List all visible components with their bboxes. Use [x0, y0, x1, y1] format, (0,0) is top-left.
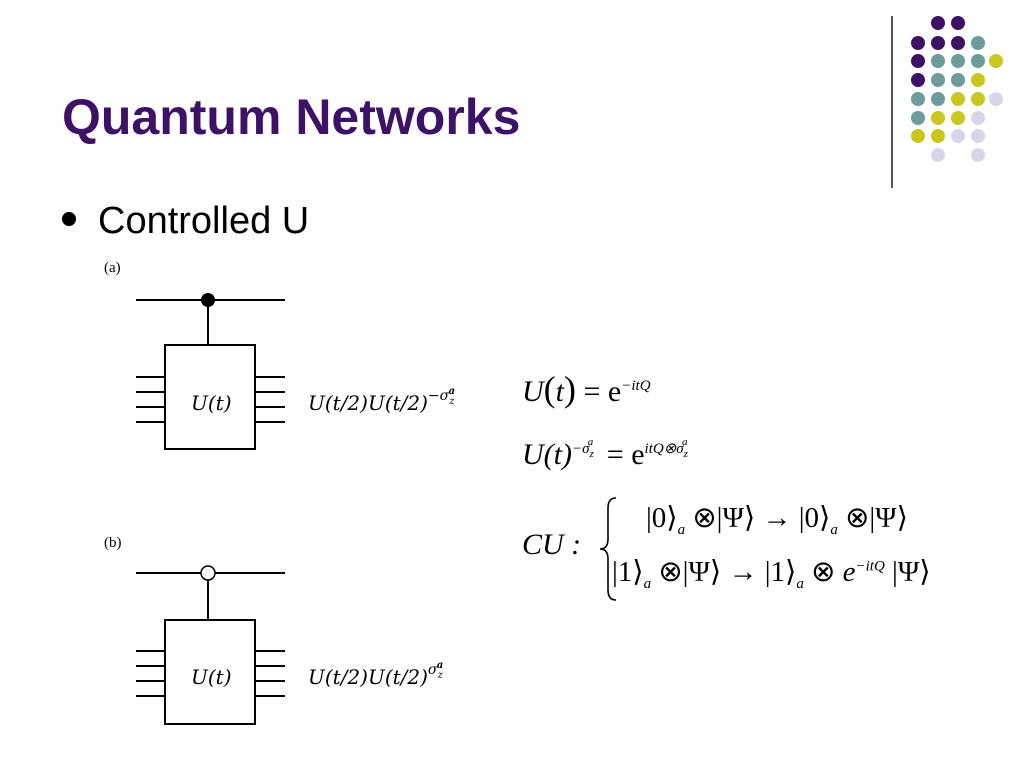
bullet-icon	[62, 211, 76, 226]
decorative-dot	[931, 73, 945, 87]
decorative-dot	[911, 73, 925, 87]
bullet-text: Controlled U	[98, 200, 310, 242]
circuit-a-input-wires	[136, 376, 165, 423]
circuit-diagrams: (a) U(t) U(t/2)U(t/2)−σza (b) U(t) U(t/2…	[104, 260, 455, 725]
circuit-b-label: (b)	[104, 535, 122, 551]
circuit-a-label: (a)	[104, 260, 121, 276]
decorative-dot	[951, 54, 965, 68]
decorative-dot	[989, 92, 1003, 106]
decorative-dot	[911, 92, 925, 106]
circuit-a-result: U(t/2)U(t/2)−σza	[308, 386, 455, 415]
equation-1: U(t) = e−itQ	[522, 369, 651, 409]
decorative-dot	[951, 129, 965, 143]
decorative-dot	[971, 148, 985, 162]
decorative-dot	[951, 73, 965, 87]
decorative-dot	[911, 36, 925, 50]
circuit-b-gate-box	[164, 619, 256, 725]
decorative-dot	[971, 54, 985, 68]
decorative-dot	[951, 36, 965, 50]
circuit-a-output-wires	[255, 376, 285, 423]
circuit-b-result: U(t/2)U(t/2)σza	[308, 660, 443, 689]
decorative-dot	[931, 111, 945, 125]
decorative-dot	[989, 54, 1003, 68]
decorative-dot	[971, 129, 985, 143]
decorative-dot	[971, 73, 985, 87]
decorative-dot	[951, 111, 965, 125]
equation-2: U(t)−σza = eitQ⊗σza	[522, 436, 688, 471]
slide-title: Quantum Networks	[62, 89, 521, 145]
equation-3-lhs: CU :	[522, 528, 582, 561]
decorative-dot	[931, 92, 945, 106]
equation-3-brace	[599, 497, 617, 601]
decorative-dot	[931, 54, 945, 68]
circuit-b-output-wires	[255, 650, 285, 697]
circuit-b-gate-label: U(t)	[191, 665, 232, 689]
decorative-vertical-line	[891, 16, 893, 188]
circuit-b-control-open-dot	[200, 565, 216, 581]
decorative-dot	[931, 16, 945, 30]
circuit-b-input-wires	[136, 650, 165, 697]
decorative-dot	[931, 129, 945, 143]
decorative-dot	[911, 111, 925, 125]
circuit-a-gate-box	[164, 344, 256, 450]
decorative-dot	[931, 148, 945, 162]
decorative-dot	[971, 111, 985, 125]
decorative-dot	[911, 129, 925, 143]
bullet-item: Controlled U	[62, 200, 309, 243]
decorative-dot	[971, 92, 985, 106]
decorative-dot	[951, 16, 965, 30]
equation-3-row-2: |1⟩a ⊗|Ψ⟩ → |1⟩a ⊗ e−itQ |Ψ⟩	[612, 556, 931, 592]
decorative-dot	[971, 36, 985, 50]
circuit-a-gate-label: U(t)	[191, 391, 232, 415]
decorative-dot	[931, 36, 945, 50]
decorative-dot	[951, 92, 965, 106]
equation-3-row-1: |0⟩a ⊗|Ψ⟩ → |0⟩a ⊗|Ψ⟩	[646, 502, 908, 538]
decorative-dot	[911, 54, 925, 68]
